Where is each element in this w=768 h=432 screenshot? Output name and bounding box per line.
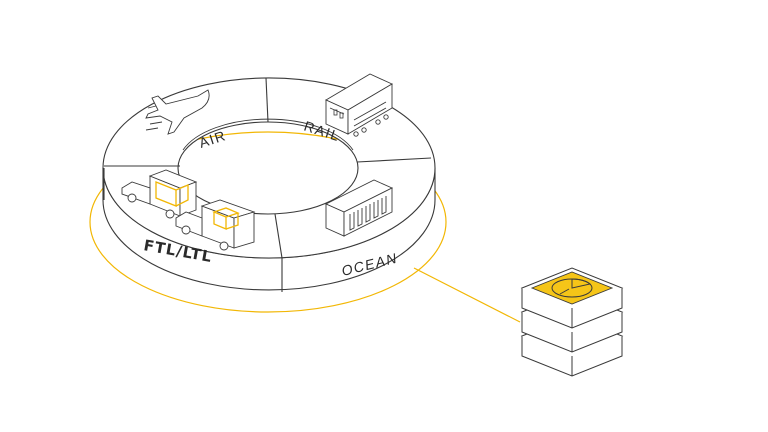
orbit-ring — [89, 131, 447, 313]
divider-rail-ocean — [356, 157, 432, 163]
pie-chart-icon — [551, 278, 593, 298]
truck-icon — [175, 199, 256, 251]
shipping-container-icon — [324, 179, 394, 237]
database-stack-icon — [520, 267, 624, 377]
airplane-icon — [145, 89, 210, 135]
train-icon — [325, 73, 393, 137]
connector-line — [413, 267, 521, 323]
divider-ftl-ocean — [274, 213, 283, 259]
truck-icon — [121, 169, 198, 219]
divider-air-rail — [265, 77, 269, 123]
